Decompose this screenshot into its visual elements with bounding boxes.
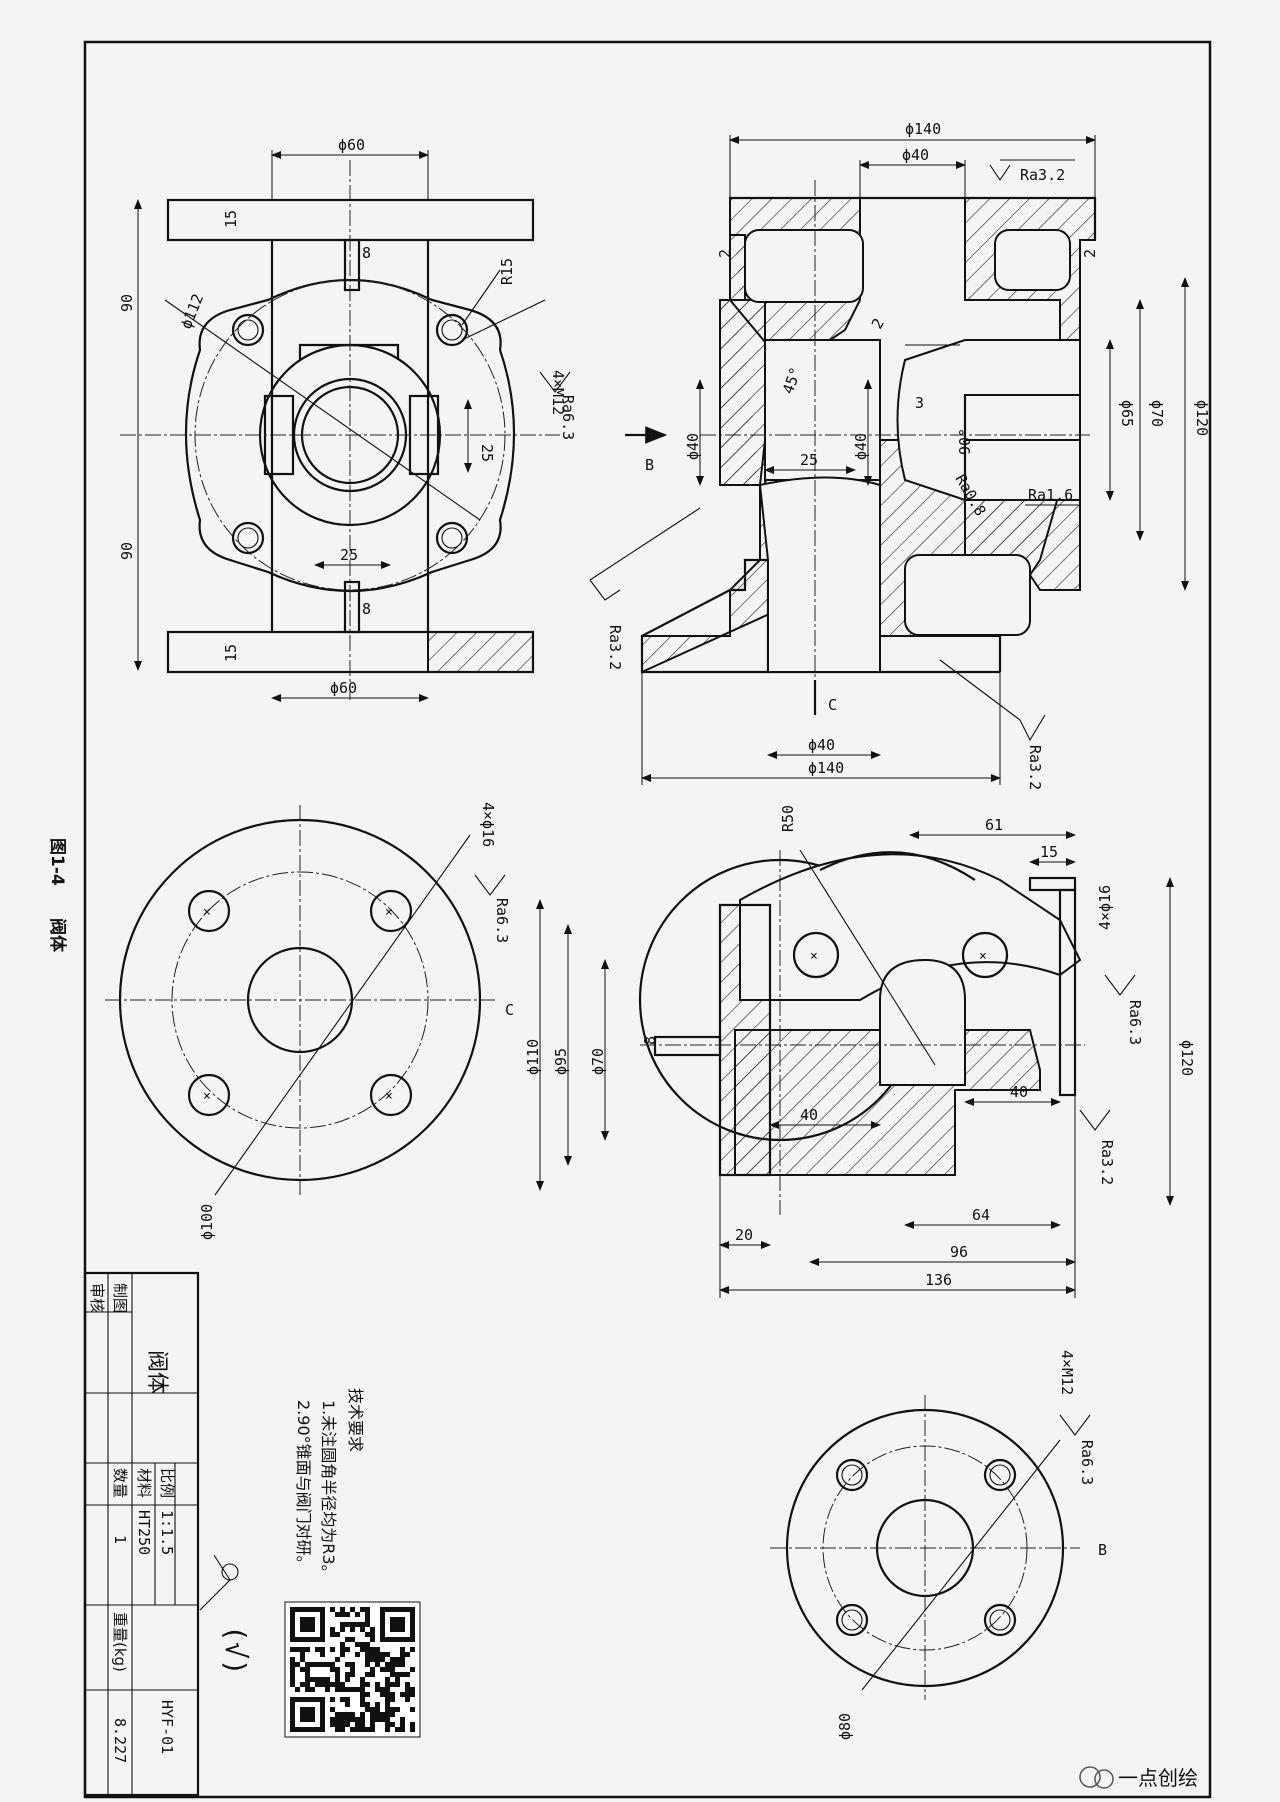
material-value: HT250 — [135, 1510, 153, 1555]
ra32-bottom: Ra3.2 — [1026, 745, 1044, 790]
dim-d2-right: 2 — [1081, 249, 1099, 258]
svg-text:×: × — [810, 949, 818, 964]
weight-value: 8.227 — [111, 1718, 129, 1763]
dim-w8-top: 8 — [362, 244, 371, 262]
drawn-by-label: 制图 — [111, 1283, 129, 1313]
dim-w25-h: 25 — [340, 546, 358, 564]
bolt-holes-phi16-c: × × × × — [187, 889, 413, 1117]
tech-req-item-1: 1.未注圆角半径均为R3。 — [319, 1400, 338, 1581]
ra63-b: Ra6.3 — [1078, 1440, 1096, 1485]
dim-d8: 8 — [641, 1036, 659, 1045]
dim-d2-left: 2 — [716, 249, 734, 258]
dim-phi40-bot: ϕ40 — [808, 736, 835, 754]
quantity-value: 1 — [111, 1535, 129, 1544]
dim-r15: R15 — [498, 258, 516, 285]
dim-d20: 20 — [735, 1226, 753, 1244]
dim-d64: 64 — [972, 1206, 990, 1224]
flange-c-view: × × × × ϕ100 4×ϕ16 Ra6.3 C — [105, 802, 514, 1240]
drawing-border — [83, 40, 1212, 1799]
dim-phi80: ϕ80 — [836, 1713, 854, 1740]
dim-ang90: 90° — [956, 428, 974, 455]
bolt-holes-m12 — [231, 313, 469, 555]
dim-d136: 136 — [925, 1271, 952, 1289]
dim-w8-bot: 8 — [362, 600, 371, 618]
figure-number: 图1-4 — [47, 838, 67, 886]
material-label: 材料 — [135, 1468, 153, 1498]
dim-phi70: ϕ70 — [1148, 400, 1166, 427]
dim-phi112: ϕ112 — [177, 291, 207, 331]
section-view: ϕ140 ϕ40 Ra3.2 2 2 ϕ40 ϕ40 25 3 45° 90° … — [589, 120, 1211, 790]
quantity-label: 数量 — [111, 1468, 129, 1498]
ra63-c: Ra6.3 — [493, 898, 511, 943]
checked-by-label: 审核 — [88, 1283, 106, 1313]
dim-t15-top: 15 — [222, 210, 240, 228]
side-view: ×× 61 15 R50 4×ϕ16 Ra6.3 ϕ110 ϕ95 ϕ70 8 … — [524, 805, 1196, 1298]
watermark: 一点创绘 — [1079, 1766, 1198, 1790]
label-c-view: C — [505, 1001, 514, 1019]
bolt-holes-m12-b — [835, 1458, 1017, 1637]
dim-phi100: ϕ100 — [198, 1204, 216, 1240]
ra63-side: Ra6.3 — [1126, 1000, 1144, 1045]
dim-phi40-left: ϕ40 — [684, 433, 702, 460]
dim-phi60-bot: ϕ60 — [330, 679, 357, 697]
dim-phi40-mid: ϕ40 — [852, 433, 870, 460]
part-name: 阀体 — [144, 1350, 169, 1394]
dim-h90-bot: 90 — [118, 542, 136, 560]
dim-4xphi16-side: 4×ϕ16 — [1096, 885, 1114, 930]
label-b-view: B — [1098, 1541, 1107, 1559]
general-roughness-symbol: (√) — [199, 1554, 252, 1676]
general-roughness: (√) — [219, 1625, 252, 1676]
dim-l3: 3 — [915, 394, 924, 412]
ra16: Ra1.6 — [1028, 486, 1073, 504]
dim-phi95: ϕ95 — [552, 1048, 570, 1075]
dim-phi60-top: ϕ60 — [338, 136, 365, 154]
dim-phi120-side: ϕ120 — [1178, 1040, 1196, 1076]
qr-code — [284, 1601, 421, 1738]
ra32-top: Ra3.2 — [1020, 166, 1065, 184]
dim-l25: 25 — [800, 451, 818, 469]
dim-phi70: ϕ70 — [589, 1048, 607, 1075]
ra32-left: Ra3.2 — [606, 625, 624, 670]
title-block: 审核 制图 阀体 比例 1:1.5 材料 HT250 数量 1 重量(kg) 8… — [83, 1271, 200, 1797]
scale-label: 比例 — [158, 1468, 176, 1498]
svg-text:×: × — [203, 905, 211, 920]
dim-phi120: ϕ120 — [1193, 400, 1211, 436]
label-c-arrow: C — [828, 696, 837, 714]
dim-d96: 96 — [950, 1243, 968, 1261]
scale-value: 1:1.5 — [158, 1510, 176, 1555]
dim-w25-v: 25 — [478, 444, 496, 462]
svg-text:×: × — [979, 949, 987, 964]
drawing-number: HYF-01 — [158, 1700, 176, 1754]
dim-h90-top: 90 — [118, 294, 136, 312]
dim-phi65: ϕ65 — [1118, 400, 1136, 427]
dim-phi40-top: ϕ40 — [902, 146, 929, 164]
weight-label: 重量(kg) — [111, 1612, 129, 1672]
dim-4xphi16-c: 4×ϕ16 — [479, 802, 497, 847]
watermark-text: 一点创绘 — [1118, 1766, 1198, 1790]
dim-d40-left: 40 — [800, 1106, 818, 1124]
tech-req-heading: 技术要求 — [346, 1388, 365, 1452]
svg-text:×: × — [385, 1089, 393, 1104]
svg-text:×: × — [203, 1089, 211, 1104]
svg-text:×: × — [385, 905, 393, 920]
tech-req-item-2: 2.90°锥面与阀门对研。 — [294, 1400, 313, 1572]
dim-4xm12-b: 4×M12 — [1058, 1350, 1076, 1395]
figure-title: 阀体 — [47, 918, 68, 953]
ra32-side: Ra3.2 — [1098, 1140, 1116, 1185]
ra63-top: Ra6.3 — [559, 395, 577, 440]
flange-b-view: ϕ80 4×M12 Ra6.3 B — [770, 1350, 1107, 1740]
dim-d2-small: 2 — [868, 315, 888, 332]
label-b-arrow: B — [645, 456, 654, 474]
dim-phi140-top: ϕ140 — [905, 120, 941, 138]
dim-d15: 15 — [1040, 843, 1058, 861]
top-view: ϕ60 ϕ60 90 90 15 15 8 8 ϕ112 R15 4×M12 R… — [118, 136, 577, 702]
dim-t15-bot: 15 — [222, 644, 240, 662]
dim-phi140-bot: ϕ140 — [808, 759, 844, 777]
dim-phi110: ϕ110 — [524, 1039, 542, 1075]
dim-d61: 61 — [985, 816, 1003, 834]
dim-d40-right: 40 — [1010, 1083, 1028, 1101]
dim-r50: R50 — [779, 805, 797, 832]
